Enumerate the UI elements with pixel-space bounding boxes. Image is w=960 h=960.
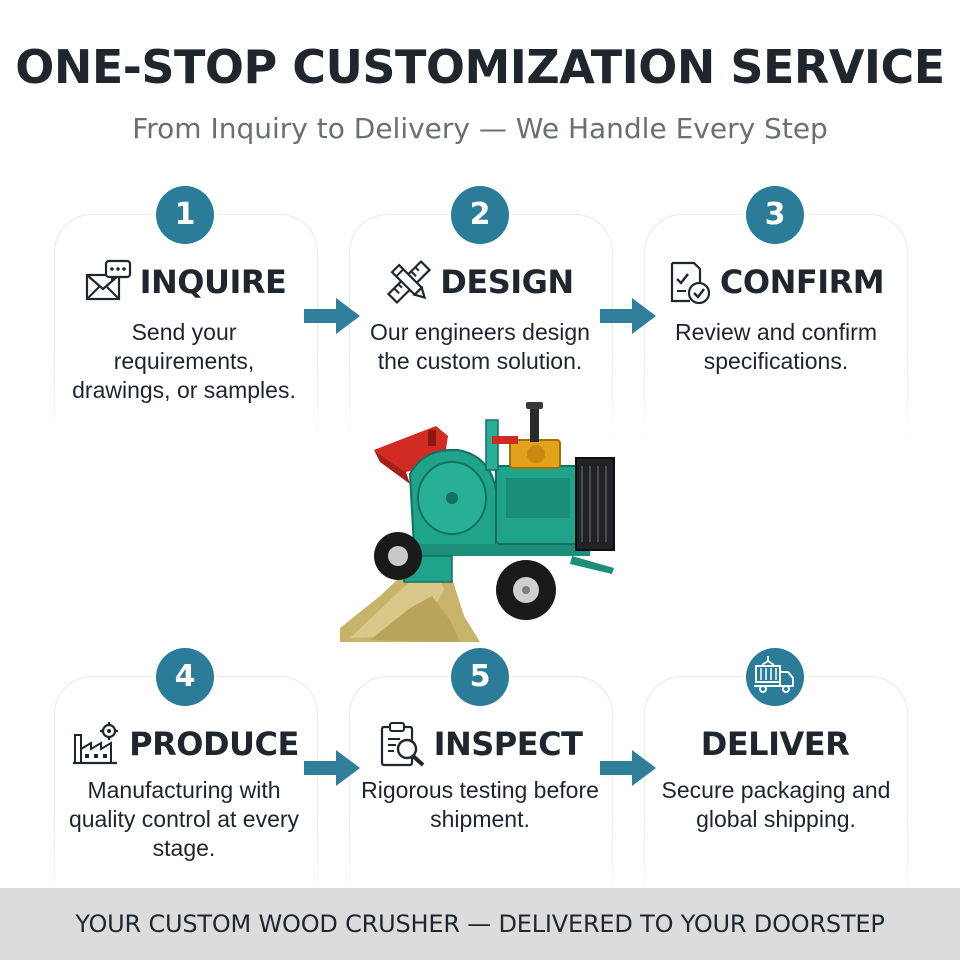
- step-number-badge: 3: [746, 186, 804, 244]
- step-heading: DESIGN: [330, 259, 630, 305]
- step-label: INSPECT: [433, 725, 583, 763]
- step-label: CONFIRM: [719, 263, 885, 301]
- step-label: INQUIRE: [139, 263, 287, 301]
- step-description: Send your requirements, drawings, or sam…: [72, 319, 296, 403]
- step-card-inquire: [53, 214, 319, 445]
- step-description: Manufacturing with quality control at ev…: [68, 777, 300, 861]
- step-description: Our engineers design the custom solution…: [370, 319, 590, 374]
- clipboard-magnifier-icon: [380, 722, 424, 767]
- checklist-icon: [670, 261, 710, 305]
- step-heading: INQUIRE: [35, 259, 335, 304]
- step-label: PRODUCE: [129, 725, 299, 763]
- envelope-chat-icon: [85, 259, 131, 301]
- arrow-right-icon: [304, 298, 360, 334]
- step-number-badge: 5: [451, 648, 509, 706]
- page-subtitle: From Inquiry to Delivery — We Handle Eve…: [132, 112, 828, 145]
- step-number-badge: 1: [156, 186, 214, 244]
- step-card-produce: [53, 676, 319, 907]
- footer-banner: YOUR CUSTOM WOOD CRUSHER — DELIVERED TO …: [0, 888, 960, 960]
- arrow-right-icon: [304, 750, 360, 786]
- step-badge-truck: [746, 648, 804, 706]
- footer-text: YOUR CUSTOM WOOD CRUSHER — DELIVERED TO …: [75, 910, 885, 938]
- step-card-confirm: [643, 214, 909, 445]
- truck-container-icon: [754, 656, 794, 693]
- step-number-badge: 4: [156, 648, 214, 706]
- wood-crusher-machine-image: [340, 402, 615, 642]
- arrow-right-icon: [600, 298, 656, 334]
- step-description: Review and confirm specifications.: [675, 319, 877, 374]
- pencil-ruler-icon: [387, 259, 432, 305]
- arrow-right-icon: [600, 750, 656, 786]
- step-label: DESIGN: [440, 263, 574, 301]
- step-number-badge: 2: [451, 186, 509, 244]
- step-heading: PRODUCE: [35, 722, 335, 766]
- step-card-design: [348, 214, 614, 445]
- step-description: Rigorous testing before shipment.: [361, 777, 599, 832]
- factory-gear-icon: [73, 722, 119, 765]
- step-card-deliver: [643, 676, 909, 907]
- step-description: Secure packaging and global shipping.: [661, 777, 891, 832]
- step-heading: INSPECT: [330, 722, 630, 767]
- step-heading: CONFIRM: [625, 260, 925, 305]
- step-heading: DELIVER: [625, 722, 925, 766]
- page-title: ONE-STOP CUSTOMIZATION SERVICE: [15, 40, 945, 94]
- step-label: DELIVER: [700, 725, 850, 763]
